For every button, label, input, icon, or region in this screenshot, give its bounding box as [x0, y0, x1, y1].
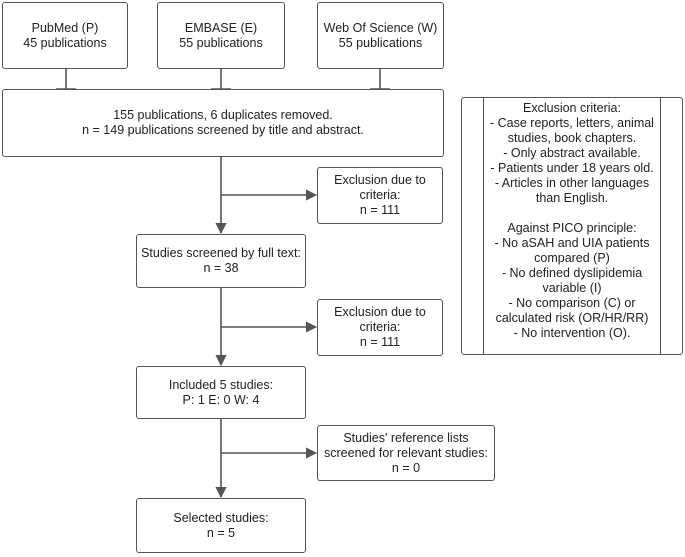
source-box-pubmed: PubMed (P) 45 publications	[2, 2, 128, 69]
source-count: 55 publications	[179, 35, 263, 50]
criteria-line: - Only abstract available.	[503, 146, 641, 160]
included-breakdown: P: 1 E: 0 W: 4	[182, 392, 260, 407]
reference-lists-box: Studies' reference lists screened for re…	[317, 425, 495, 481]
source-name: PubMed (P)	[31, 20, 99, 35]
exclusion-count: n = 111	[359, 335, 401, 349]
pico-line: - No aSAH and UIA patients	[494, 236, 650, 250]
merged-screening-box: 155 publications, 6 duplicates removed. …	[2, 89, 444, 157]
criteria-line: - Patients under 18 years old.	[490, 161, 654, 175]
pico-line: - No comparison (C) or	[508, 296, 636, 310]
pico-line: variable (I)	[542, 281, 602, 295]
included-studies-box: Included 5 studies: P: 1 E: 0 W: 4	[136, 366, 306, 419]
merged-line-2: n = 149 publications screened by title a…	[82, 123, 364, 137]
panel-right-bar	[660, 98, 682, 354]
criteria-line: - Case reports, letters, animal	[490, 116, 654, 130]
exclusion-box-1: Exclusion due to criteria: n = 111	[317, 167, 443, 224]
pico-line: - No intervention (O).	[513, 326, 631, 340]
exclusion-line-2: criteria:	[359, 320, 401, 334]
reference-count: n = 0	[391, 460, 421, 475]
pico-line: - No defined dyslipidemia	[501, 266, 643, 280]
pico-line: calculated risk (OR/HR/RR)	[495, 311, 649, 325]
exclusion-line-2: criteria:	[359, 188, 401, 202]
exclusion-count: n = 111	[359, 203, 401, 217]
source-count: 55 publications	[338, 35, 423, 50]
merged-line-1: 155 publications, 6 duplicates removed.	[113, 108, 333, 122]
criteria-line: - Articles in other languages	[494, 176, 650, 190]
criteria-line: than English.	[535, 191, 609, 205]
exclusion-line-1: Exclusion due to	[334, 173, 426, 187]
exclusion-line-1: Exclusion due to	[334, 305, 426, 319]
pico-heading: Against PICO principle:	[507, 221, 637, 235]
included-line-1: Included 5 studies:	[168, 377, 274, 392]
exclusion-box-2: Exclusion due to criteria: n = 111	[317, 299, 443, 356]
panel-left-bar	[462, 98, 484, 354]
source-name: EMBASE (E)	[184, 20, 258, 35]
selected-line-1: Selected studies:	[173, 510, 269, 525]
fulltext-line-1: Studies screened by full text:	[141, 246, 301, 260]
fulltext-count: n = 38	[203, 261, 239, 275]
source-box-embase: EMBASE (E) 55 publications	[157, 2, 285, 69]
selected-count: n = 5	[206, 525, 236, 540]
fulltext-screening-box: Studies screened by full text: n = 38	[136, 234, 306, 288]
criteria-heading: Exclusion criteria:	[523, 101, 621, 115]
pico-line: compared (P)	[534, 251, 610, 265]
criteria-line: studies, book chapters.	[507, 131, 637, 145]
source-box-web-of-science: Web Of Science (W) 55 publications	[317, 2, 444, 69]
source-count: 45 publications	[23, 35, 107, 50]
exclusion-criteria-panel: Exclusion criteria: - Case reports, lett…	[461, 97, 683, 355]
selected-studies-box: Selected studies: n = 5	[136, 498, 306, 553]
reference-line-1: Studies' reference lists	[343, 430, 469, 445]
source-name: Web Of Science (W)	[323, 20, 438, 35]
reference-line-2: screened for relevant studies:	[324, 445, 488, 460]
